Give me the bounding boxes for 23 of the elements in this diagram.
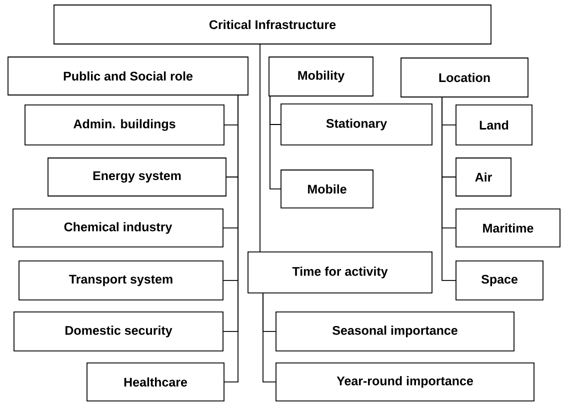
item-box: Year-round importance	[276, 362, 534, 402]
item-box: Stationary	[280, 104, 432, 146]
connector-line	[270, 96, 281, 190]
item-box: Land	[456, 104, 532, 146]
item-box: Domestic security	[14, 312, 224, 352]
item-box: Healthcare	[86, 362, 224, 402]
category-box: Mobility	[268, 56, 374, 96]
title-box: Critical Infrastructure	[54, 4, 492, 44]
item-box: Maritime	[456, 208, 560, 248]
item-box: Energy system	[48, 158, 226, 196]
item-box: Admin. buildings	[24, 104, 224, 146]
connector-line	[262, 292, 276, 382]
category-box: Public and Social role	[8, 56, 248, 96]
item-box: Chemical industry	[12, 208, 224, 248]
connector-line	[224, 95, 238, 382]
category-box: Time for activity	[248, 252, 432, 294]
item-box: Transport system	[18, 260, 224, 300]
item-box: Seasonal importance	[276, 312, 514, 352]
connector-line	[442, 97, 456, 281]
category-box: Location	[400, 58, 528, 98]
item-box: Air	[456, 158, 512, 196]
item-box: Space	[456, 260, 544, 300]
item-box: Mobile	[280, 170, 374, 208]
